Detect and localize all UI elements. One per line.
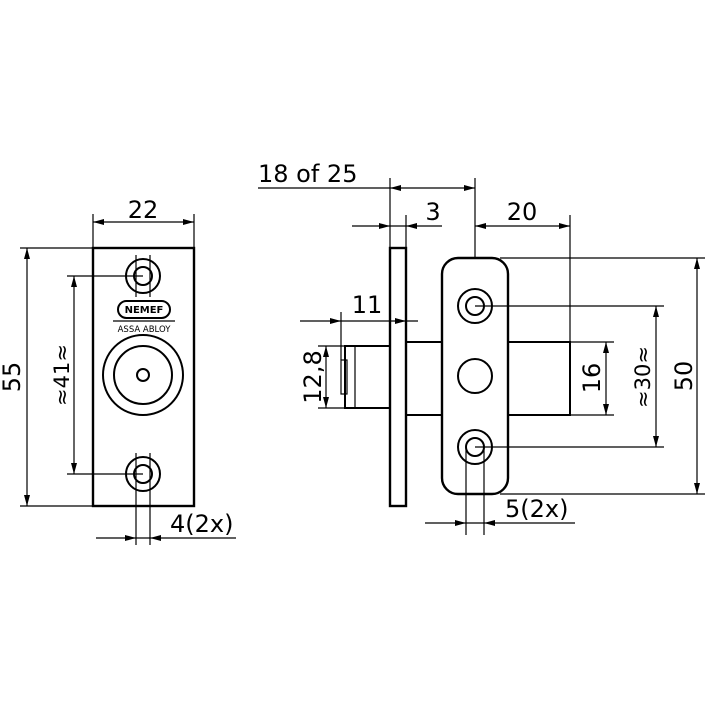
logo-text: NEMEF: [125, 305, 164, 316]
latch-bolt: [340, 345, 391, 409]
hole-pitch-dimension: ≈41≈: [50, 275, 143, 475]
bottom-screw-hole: [125, 453, 161, 545]
brand-logo: NEMEF ASSA ABLOY: [113, 300, 175, 335]
hole-diameter-label: 4(2x): [170, 510, 233, 538]
latch-opening: [102, 334, 184, 416]
plate-thickness-dimension: 3: [352, 198, 442, 248]
height-dimension: 55: [0, 247, 93, 507]
latch-height-label: 12,8: [299, 350, 327, 403]
housing-height-label: 16: [578, 363, 606, 394]
side-hole-pitch-label: ≈30≈: [631, 346, 655, 408]
height-label: 55: [0, 362, 26, 393]
plate-thickness-label: 3: [425, 198, 440, 226]
housing: [440, 256, 510, 496]
latch-body: [406, 341, 571, 416]
side-hole-pitch-dimension: ≈30≈: [475, 305, 664, 448]
logo-subtext: ASSA ABLOY: [118, 325, 172, 335]
front-view: NEMEF ASSA ABLOY 22: [0, 196, 236, 545]
housing-height-dimension: 16: [570, 341, 614, 416]
latch-range-label: 18 of 25: [258, 160, 357, 188]
latch-projection-label: 11: [352, 291, 383, 319]
housing-depth-label: 20: [507, 198, 538, 226]
side-plate: [388, 246, 408, 508]
hole-diameter-dimension: 4(2x): [96, 510, 236, 541]
side-view: 18 of 25 3 20 11: [258, 160, 705, 535]
side-hole-diameter-label: 5(2x): [505, 495, 568, 523]
width-dimension: 22: [92, 196, 195, 248]
hole-pitch-label: ≈41≈: [50, 344, 74, 406]
housing-depth-dimension: 20: [475, 198, 571, 342]
latch-projection-dimension: 11: [300, 291, 418, 360]
overall-height-dimension: 50: [500, 257, 705, 495]
housing-center-hole: [457, 358, 493, 394]
overall-height-label: 50: [670, 361, 698, 392]
latch-range-dimension: 18 of 25: [258, 160, 476, 258]
width-label: 22: [128, 196, 159, 224]
front-plate: [91, 246, 196, 508]
latch-height-dimension: 12,8: [299, 345, 345, 409]
side-hole-diameter-dimension: 5(2x): [425, 447, 575, 535]
